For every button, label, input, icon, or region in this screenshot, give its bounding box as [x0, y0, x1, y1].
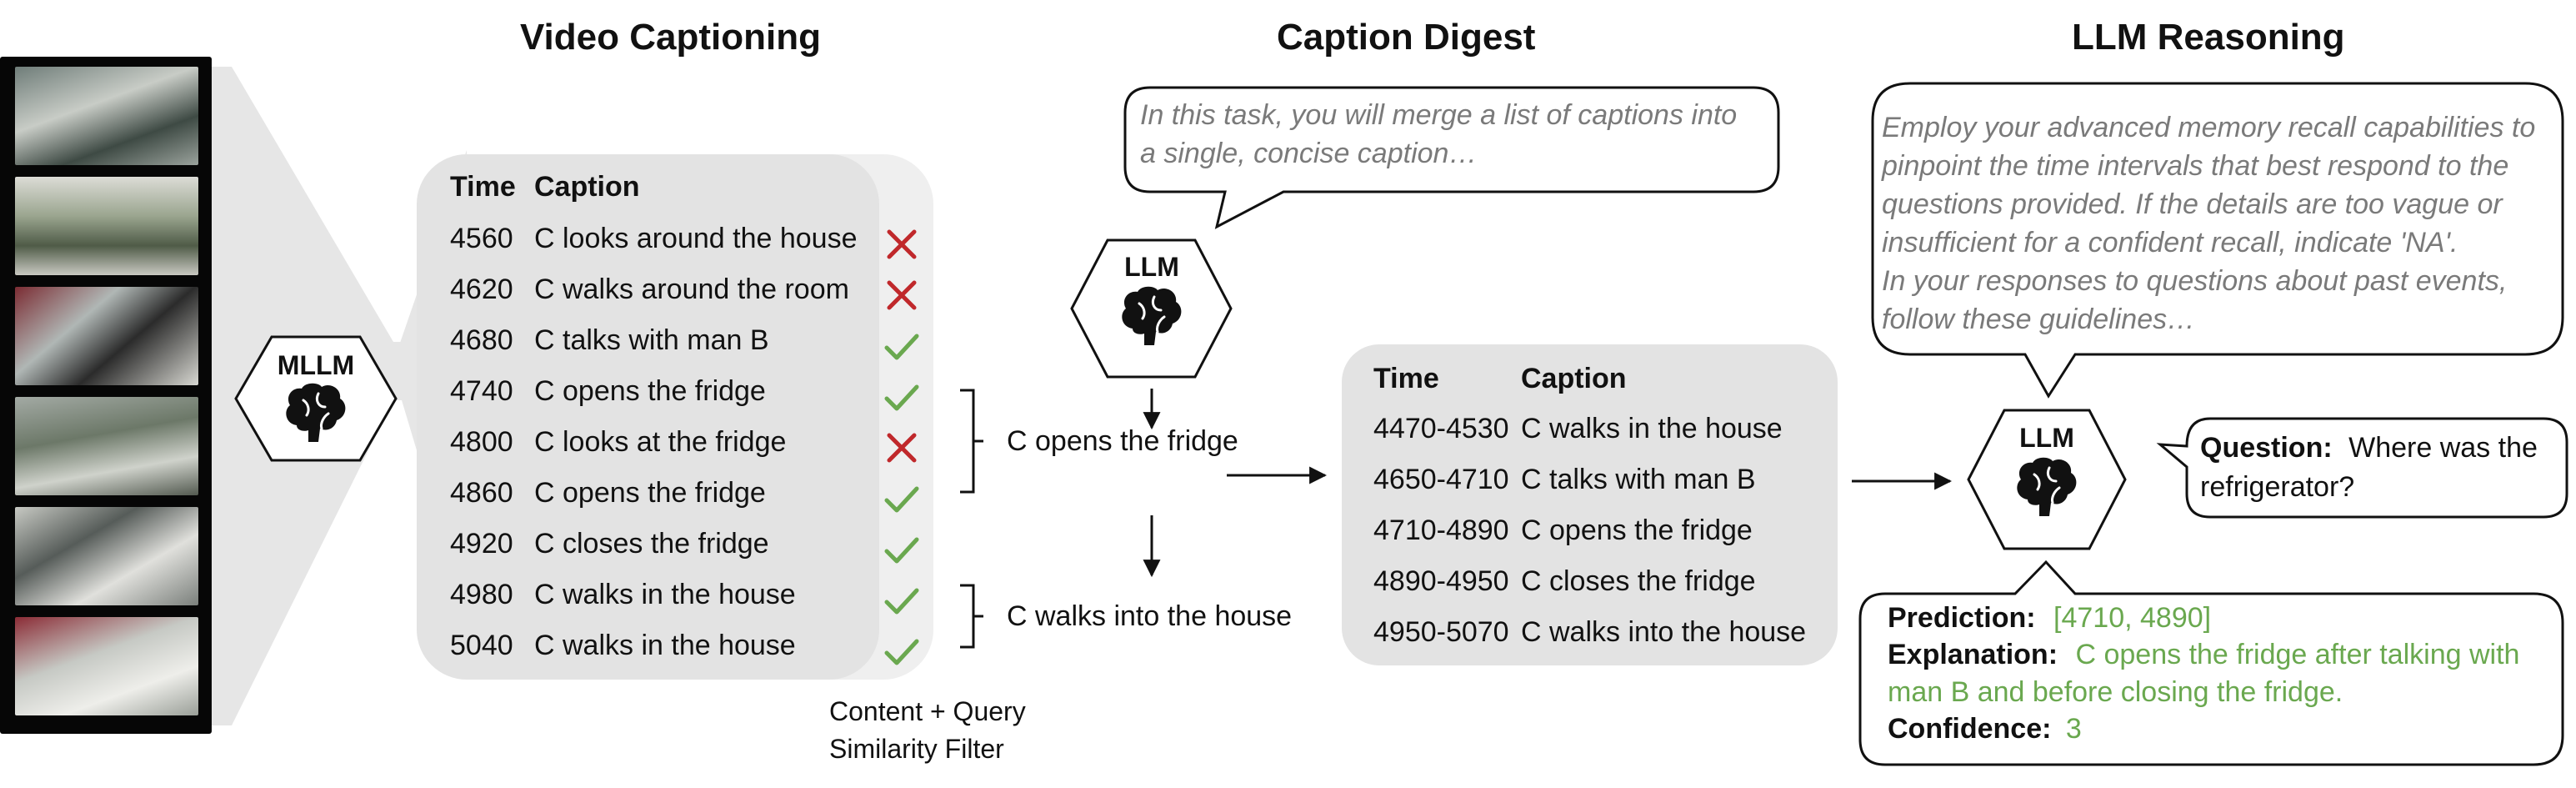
explanation-label: Explanation:	[1888, 639, 2058, 670]
video-frame-6	[15, 617, 198, 715]
prediction-line: Prediction: [4710, 4890]	[1888, 602, 2211, 635]
question-text-1: Where was the	[2348, 432, 2538, 464]
digest-row-time: 4890-4950	[1373, 565, 1509, 597]
explanation-text-1: C opens the fridge after talking with	[2075, 639, 2520, 670]
reasoning-prompt-line-1: Employ your advanced memory recall capab…	[1882, 112, 2536, 143]
check-icon	[884, 537, 919, 564]
caption-row-time: 4800	[450, 426, 513, 458]
digest-row-caption: C talks with man B	[1521, 464, 1756, 495]
caption-row-caption: C looks around the house	[534, 223, 858, 254]
caption-row-caption: C walks in the house	[534, 579, 796, 610]
merge-label-house: C walks into the house	[1007, 600, 1293, 632]
caption-row-time: 4680	[450, 324, 513, 356]
digest-row-caption: C walks in the house	[1521, 413, 1783, 444]
explanation-text-2: man B and before closing the fridge.	[1888, 676, 2343, 708]
digest-row-caption: C walks into the house	[1521, 616, 1807, 648]
check-icon	[884, 334, 919, 360]
confidence-label: Confidence:	[1888, 713, 2052, 745]
caption-row-time: 4860	[450, 477, 513, 509]
caption-row-time: 4740	[450, 375, 513, 407]
title-caption-digest: Caption Digest	[1277, 17, 1536, 58]
bracket-fridge	[960, 389, 983, 494]
prediction-label: Prediction:	[1888, 602, 2036, 634]
caption-row-time: 4620	[450, 274, 513, 305]
question-line-1: Question: Where was the	[2200, 432, 2538, 464]
caption-header-time: Time	[450, 171, 516, 203]
reasoning-prompt-line-4: insufficient for a confident recall, ind…	[1882, 227, 2458, 258]
filter-label-line-2: Similarity Filter	[829, 734, 1004, 764]
llm-label-right: LLM	[2019, 423, 2074, 453]
digest-header-caption: Caption	[1521, 363, 1627, 394]
llm-label-top: LLM	[1124, 252, 1179, 282]
caption-row-caption: C talks with man B	[534, 324, 769, 356]
question-text-2: refrigerator?	[2200, 471, 2355, 503]
caption-row-time: 4920	[450, 528, 513, 560]
cross-icon	[887, 280, 917, 310]
video-frame-2	[15, 177, 198, 275]
title-llm-reasoning: LLM Reasoning	[2072, 17, 2345, 58]
reasoning-prompt-line-5: In your responses to questions about pas…	[1882, 265, 2508, 297]
answer-bubble	[1858, 560, 2564, 766]
reasoning-prompt-bubble	[1871, 82, 2564, 399]
reasoning-prompt-text: Employ your advanced memory recall capab…	[1882, 108, 2535, 339]
digest-row-caption: C closes the fridge	[1521, 565, 1756, 597]
prediction-value: [4710, 4890]	[2053, 602, 2212, 634]
check-icon	[884, 384, 919, 411]
bracket-house	[960, 584, 983, 649]
video-frame-1	[15, 67, 198, 165]
caption-row-time: 5040	[450, 630, 513, 661]
cross-icon	[887, 229, 917, 259]
digest-table-panel	[1342, 344, 1838, 665]
reasoning-prompt-line-6: follow these guidelines…	[1882, 304, 2196, 335]
brain-icon	[286, 383, 346, 442]
caption-row-caption: C opens the fridge	[534, 477, 766, 509]
check-icon	[884, 588, 919, 615]
merge-label-fridge: C opens the fridge	[1007, 425, 1238, 457]
caption-header-caption: Caption	[534, 171, 640, 203]
caption-row-time: 4560	[450, 223, 513, 254]
title-video-captioning: Video Captioning	[520, 17, 821, 58]
digest-prompt-bubble	[1123, 86, 1780, 229]
video-frame-3	[15, 287, 198, 385]
caption-row-caption: C walks around the room	[534, 274, 849, 305]
brain-icon	[1122, 286, 1182, 345]
caption-row-caption: C walks in the house	[534, 630, 796, 661]
digest-row-time: 4710-4890	[1373, 514, 1509, 546]
digest-row-time: 4470-4530	[1373, 413, 1509, 444]
video-frame-4	[15, 397, 198, 495]
digest-header-time: Time	[1373, 363, 1439, 394]
caption-table-panel	[417, 154, 879, 680]
video-frame-5	[15, 507, 198, 605]
cross-icon	[887, 433, 917, 463]
filter-label-line-1: Content + Query	[829, 696, 1026, 726]
question-label: Question:	[2200, 432, 2333, 464]
reasoning-prompt-line-3: questions provided. If the details are t…	[1882, 188, 2503, 220]
video-film-strip	[0, 57, 212, 734]
caption-row-caption: C looks at the fridge	[534, 426, 787, 458]
digest-prompt-line-1: In this task, you will merge a list of c…	[1140, 99, 1738, 131]
caption-row-caption: C closes the fridge	[534, 528, 769, 560]
reasoning-prompt-line-2: pinpoint the time intervals that best re…	[1882, 150, 2509, 182]
check-icon	[884, 486, 919, 513]
check-icon	[884, 639, 919, 665]
digest-prompt-line-2: a single, concise caption…	[1140, 138, 1478, 169]
digest-row-caption: C opens the fridge	[1521, 514, 1753, 546]
digest-prompt-text: In this task, you will merge a list of c…	[1140, 96, 1737, 173]
confidence-value: 3	[2065, 713, 2082, 745]
caption-row-caption: C opens the fridge	[534, 375, 766, 407]
confidence-line: Confidence: 3	[1888, 713, 2082, 745]
brain-icon	[2017, 457, 2077, 516]
digest-row-time: 4650-4710	[1373, 464, 1509, 495]
mllm-label: MLLM	[277, 350, 355, 380]
question-bubble	[2156, 417, 2568, 519]
explanation-line-1: Explanation: C opens the fridge after ta…	[1888, 639, 2519, 671]
digest-row-time: 4950-5070	[1373, 616, 1509, 648]
caption-row-time: 4980	[450, 579, 513, 610]
